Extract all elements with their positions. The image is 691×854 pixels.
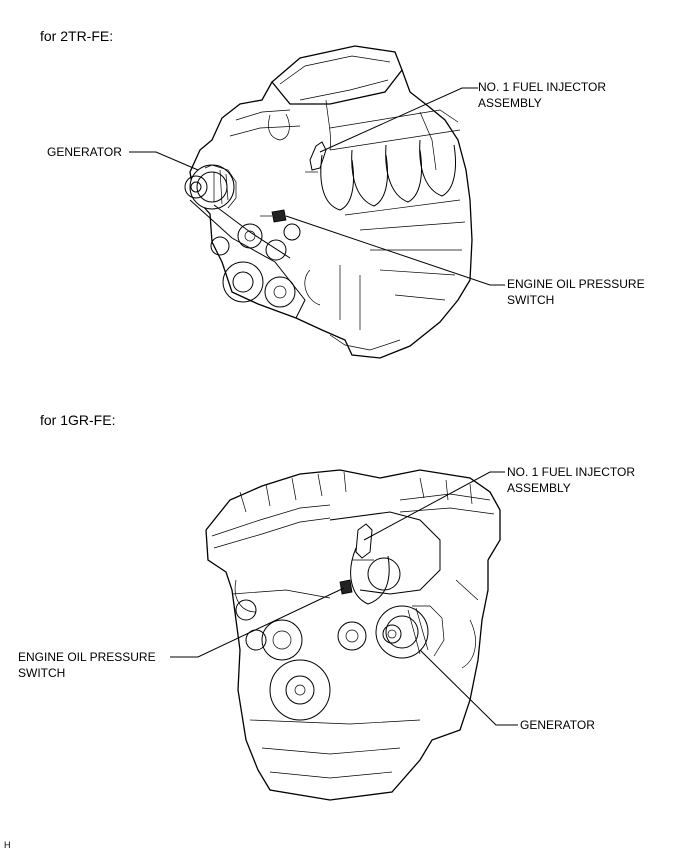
label-2tr-oil-switch-line1: ENGINE OIL PRESSURE	[507, 277, 645, 291]
engine-2tr-fe-drawing	[184, 45, 473, 359]
leader-1gr-injector	[363, 471, 505, 541]
label-2tr-generator: GENERATOR	[47, 145, 122, 159]
leader-2tr-generator	[129, 151, 199, 171]
heading-2tr-fe: for 2TR-FE:	[40, 28, 114, 44]
label-2tr-injector-line2: ASSEMBLY	[478, 96, 542, 110]
label-1gr-oil-switch-line2: SWITCH	[18, 666, 66, 680]
label-2tr-injector-line1: NO. 1 FUEL INJECTOR	[478, 80, 607, 94]
label-2tr-oil-switch-line2: SWITCH	[507, 293, 555, 307]
leader-1gr-generator	[419, 649, 518, 726]
leader-1gr-oil-switch	[170, 587, 345, 658]
label-1gr-injector-line2: ASSEMBLY	[507, 481, 571, 495]
label-1gr-oil-switch-line1: ENGINE OIL PRESSURE	[18, 650, 156, 664]
engine-1gr-fe-drawing	[205, 469, 501, 801]
footer-mark: H	[4, 840, 11, 850]
label-1gr-generator: GENERATOR	[520, 718, 595, 732]
label-1gr-injector-line1: NO. 1 FUEL INJECTOR	[507, 465, 636, 479]
heading-1gr-fe: for 1GR-FE:	[40, 412, 116, 428]
leader-2tr-oil-switch	[285, 215, 505, 286]
leader-2tr-injector	[319, 87, 478, 153]
